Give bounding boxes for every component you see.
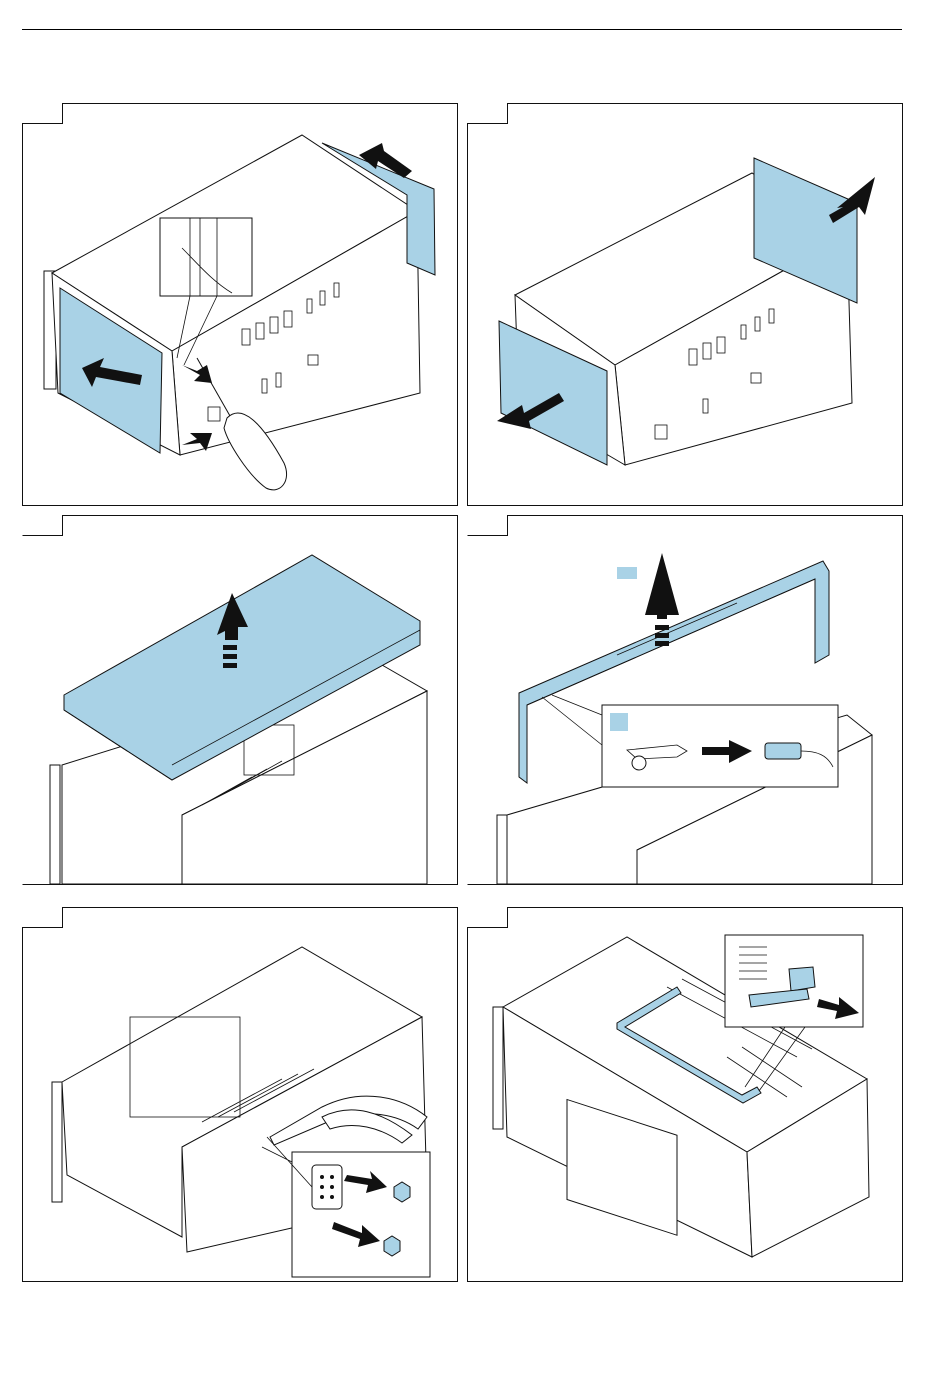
dash-1	[223, 645, 237, 650]
step-panel-3	[22, 515, 458, 885]
step-3-illustration	[22, 515, 458, 885]
rack-ear-left	[50, 765, 60, 884]
cable-plug	[765, 743, 801, 759]
sub-d-connector	[312, 1165, 342, 1209]
ribbon-connector	[789, 967, 815, 991]
step-panel-2	[467, 103, 903, 506]
dash-3	[223, 663, 237, 668]
step-5-illustration	[22, 907, 458, 1282]
dash-3	[655, 641, 669, 646]
header-rule	[22, 29, 902, 30]
ground-nut	[632, 756, 646, 770]
dash-1	[655, 625, 669, 630]
rack-ear-left	[52, 1082, 62, 1202]
dash-2	[223, 654, 237, 659]
arrow-lift-up	[645, 553, 679, 619]
hex-nut-lower	[384, 1236, 400, 1256]
detail-inset	[602, 705, 838, 787]
callout-marker-a	[617, 567, 637, 579]
step-panel-1	[22, 103, 458, 506]
step-2-illustration	[467, 103, 903, 506]
step-panel-5	[22, 907, 458, 1282]
callout-marker-b	[610, 713, 628, 731]
rack-ear-left	[497, 815, 507, 884]
step-panel-4	[467, 515, 903, 885]
detail-inset	[160, 218, 252, 296]
step-6-illustration	[467, 907, 903, 1282]
dash-2	[655, 633, 669, 638]
step-4-illustration	[467, 515, 903, 885]
hex-nut-upper	[394, 1182, 410, 1202]
inset-pointer	[542, 695, 602, 745]
step-panel-6	[467, 907, 903, 1282]
step-1-illustration	[22, 103, 458, 506]
rack-ear-left	[493, 1007, 503, 1129]
